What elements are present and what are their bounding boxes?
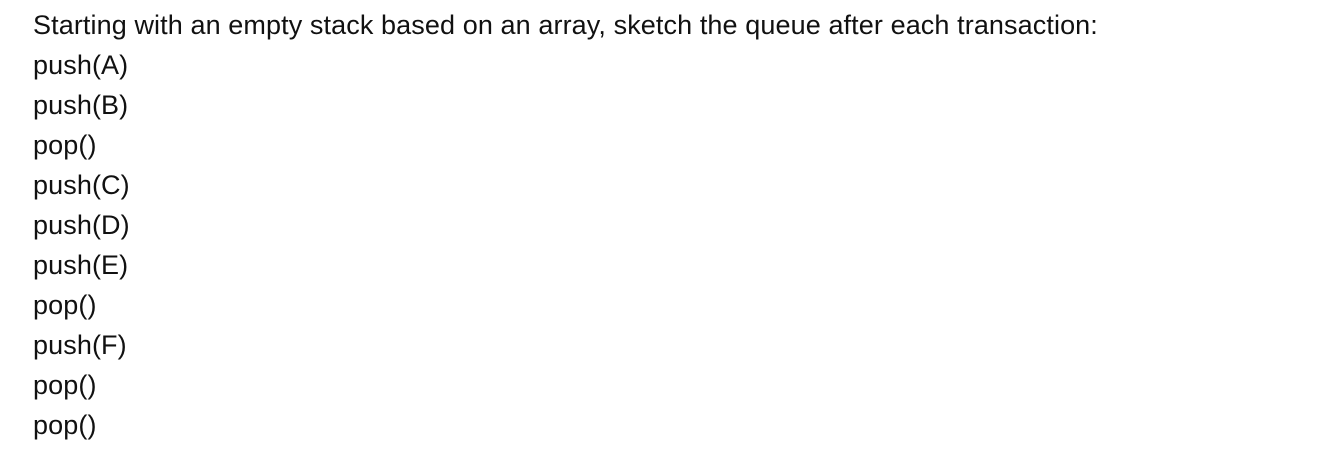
transaction-line: pop() xyxy=(33,410,97,440)
transaction-line: push(A) xyxy=(33,50,129,80)
transaction-line: push(E) xyxy=(33,250,129,280)
transaction-line: push(D) xyxy=(33,210,130,240)
transaction-line: pop() xyxy=(33,290,97,320)
transaction-line: push(B) xyxy=(33,90,129,120)
transaction-line: pop() xyxy=(33,130,97,160)
transaction-line: pop() xyxy=(33,370,97,400)
question-prompt: Starting with an empty stack based on an… xyxy=(33,10,1098,40)
transaction-line: push(F) xyxy=(33,330,127,360)
transaction-line: push(C) xyxy=(33,170,130,200)
